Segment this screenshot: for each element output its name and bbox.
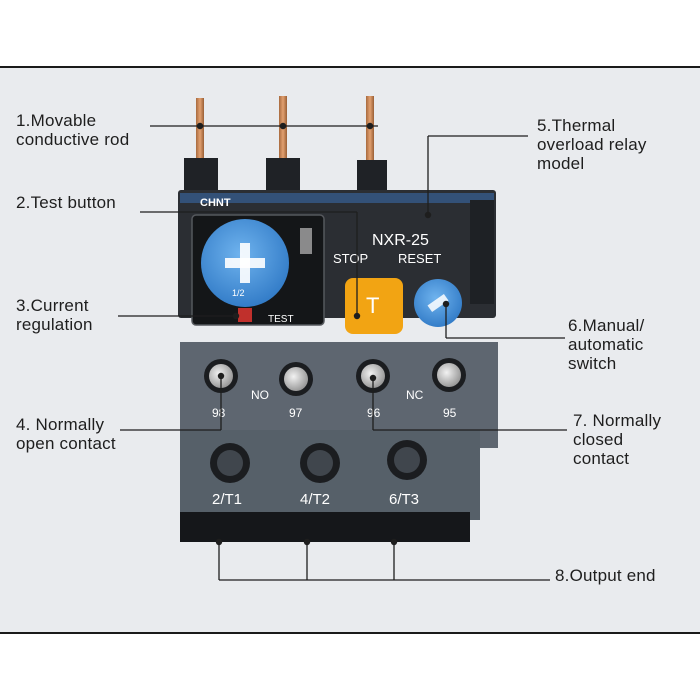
output-1-text: 2/T1 [212, 491, 242, 508]
callout-manual-auto-switch: 6.Manual/ automatic switch [568, 316, 645, 373]
callout-current-regulation: 3.Current regulation [16, 296, 93, 334]
terminal-97-text: 97 [289, 406, 303, 420]
bottom-border [0, 632, 700, 634]
nc-text: NC [406, 388, 424, 402]
callout-normally-closed: 7. Normally closed contact [573, 411, 662, 468]
stop-text: STOP [333, 251, 368, 266]
rod-housings [184, 158, 387, 194]
model-text: NXR-25 [372, 232, 429, 249]
terminal-96-text: 96 [367, 406, 381, 420]
brand-text: CHNT [200, 197, 231, 209]
svg-text:1/2: 1/2 [232, 288, 245, 298]
conductive-rods [196, 96, 374, 166]
test-button[interactable] [345, 278, 403, 334]
lower-screws [210, 440, 427, 483]
leader-lines [118, 125, 567, 581]
terminal-95-text: 95 [443, 406, 457, 420]
test-indicator [238, 308, 252, 322]
terminal-98-text: 98 [212, 406, 226, 420]
no-text: NO [251, 388, 269, 402]
callout-test-button: 2.Test button [16, 193, 116, 212]
callout-relay-model: 5.Thermal overload relay model [537, 116, 647, 173]
output-2-text: 4/T2 [300, 491, 330, 508]
test-button-glyph: T [366, 293, 379, 318]
output-3-text: 6/T3 [389, 491, 419, 508]
callout-normally-open: 4. Normally open contact [16, 415, 116, 453]
callout-output-end: 8.Output end [555, 566, 656, 585]
leader-dots [196, 122, 450, 546]
base-terminals [180, 512, 470, 542]
top-border [0, 66, 700, 68]
callout-movable-rod: 1.Movable conductive rod [16, 111, 130, 149]
reset-text: RESET [398, 251, 441, 266]
test-text: TEST [268, 314, 294, 325]
